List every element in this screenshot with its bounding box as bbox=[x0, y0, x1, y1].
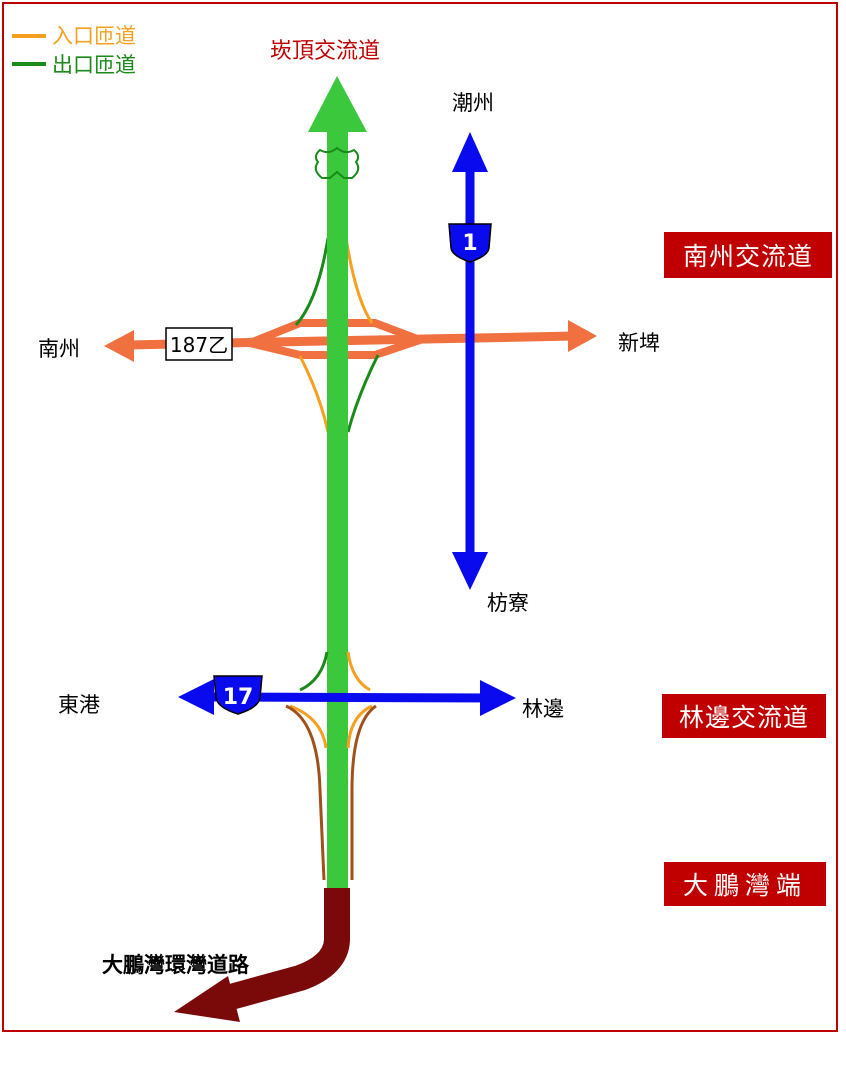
place-xinpi: 新埤 bbox=[618, 331, 660, 355]
route-1-badge-label: 1 bbox=[462, 231, 477, 256]
place-donggang: 東港 bbox=[58, 693, 100, 717]
east-arrowhead bbox=[568, 320, 597, 352]
freeway-north-arrowhead bbox=[308, 76, 367, 132]
top-interchange-label: 崁頂交流道 bbox=[270, 39, 380, 64]
interchange-label-dapeng-end: 大鵬灣端 bbox=[664, 862, 826, 906]
interchange-label-linbian: 林邊交流道 bbox=[662, 694, 826, 738]
route-187b-badge: 187乙 bbox=[165, 327, 233, 361]
east-arrowhead bbox=[480, 680, 516, 716]
place-nanzhou: 南州 bbox=[38, 337, 80, 361]
west-arrowhead bbox=[178, 679, 214, 715]
interchange-label-nanzhou: 南州交流道 bbox=[664, 232, 832, 278]
coastal-road bbox=[174, 888, 350, 1022]
linbian-ramps bbox=[285, 651, 377, 881]
place-fangliao: 枋寮 bbox=[487, 591, 529, 615]
legend-entry-label: 入口匝道 bbox=[52, 24, 136, 48]
route-17-badge-label: 17 bbox=[223, 685, 254, 710]
route-1-shield-icon: 1 bbox=[448, 223, 492, 263]
north-arrowhead bbox=[452, 132, 488, 172]
nanzhou-ramps bbox=[294, 237, 380, 433]
coastal-arrowhead bbox=[174, 976, 240, 1022]
west-arrowhead bbox=[104, 330, 134, 362]
route-187b-label: 187乙 bbox=[170, 333, 228, 357]
place-coastal-road: 大鵬灣環灣道路 bbox=[102, 952, 250, 977]
provincial-route-1 bbox=[452, 132, 488, 590]
place-chaozhou: 潮州 bbox=[452, 91, 494, 115]
route-17-shield-icon: 17 bbox=[213, 675, 263, 715]
legend-exit-label: 出口匝道 bbox=[52, 53, 136, 77]
place-linbian: 林邊 bbox=[522, 697, 564, 721]
freeway bbox=[308, 76, 367, 890]
diagram-frame bbox=[2, 2, 838, 1032]
freeway-shield-icon bbox=[314, 146, 360, 179]
south-arrowhead bbox=[452, 552, 488, 590]
